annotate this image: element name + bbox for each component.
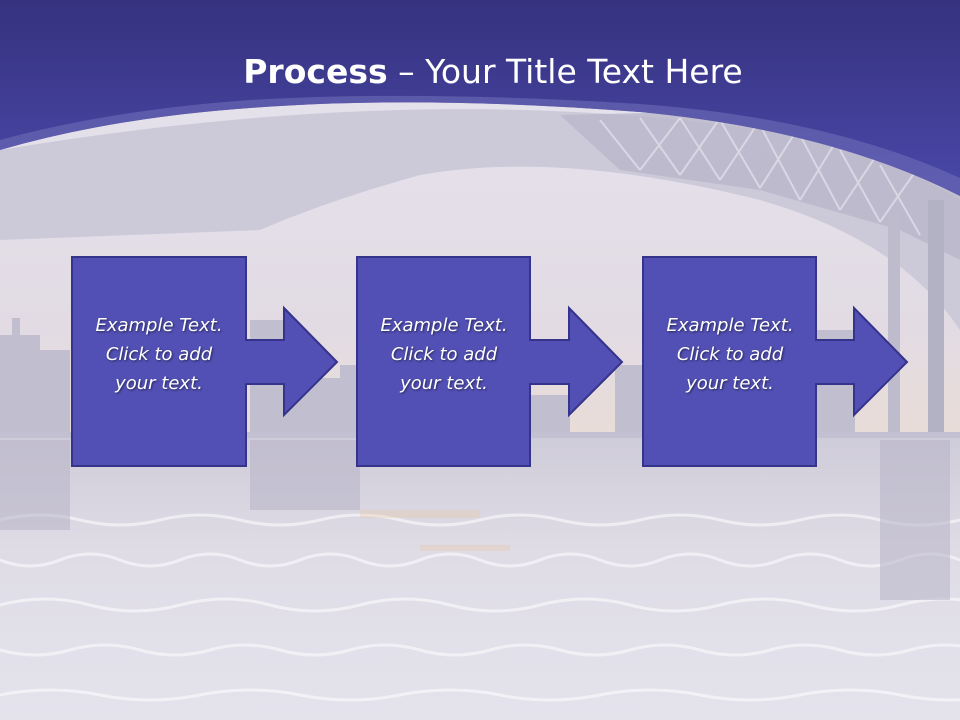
- step-2-text: Example Text. Click to add your text.: [356, 311, 532, 398]
- step-3-shape: [642, 256, 909, 467]
- slide-title[interactable]: Process – Your Title Text Here: [0, 52, 960, 91]
- process-step-2[interactable]: Example Text. Click to add your text.: [356, 256, 624, 467]
- water-ripples: [0, 513, 960, 702]
- process-step-1[interactable]: Example Text. Click to add your text.: [71, 256, 339, 467]
- step-2-line-3: your text.: [400, 373, 488, 394]
- step-1-shape: [71, 256, 339, 467]
- water-reflections: [0, 440, 950, 600]
- step-1-line-3: your text.: [115, 373, 203, 394]
- title-bold: Process: [243, 52, 388, 91]
- step-3-line-2: Click to add: [676, 344, 784, 365]
- step-1-text: Example Text. Click to add your text.: [71, 311, 247, 398]
- step-3-text: Example Text. Click to add your text.: [642, 311, 818, 398]
- step-3-line-1: Example Text.: [666, 315, 794, 336]
- process-step-3[interactable]: Example Text. Click to add your text.: [642, 256, 909, 467]
- step-2-line-2: Click to add: [390, 344, 498, 365]
- step-1-line-2: Click to add: [105, 344, 213, 365]
- step-2-shape: [356, 256, 624, 467]
- step-3-line-3: your text.: [686, 373, 774, 394]
- title-rest: – Your Title Text Here: [387, 52, 743, 91]
- step-1-line-1: Example Text.: [95, 315, 223, 336]
- step-2-line-1: Example Text.: [380, 315, 508, 336]
